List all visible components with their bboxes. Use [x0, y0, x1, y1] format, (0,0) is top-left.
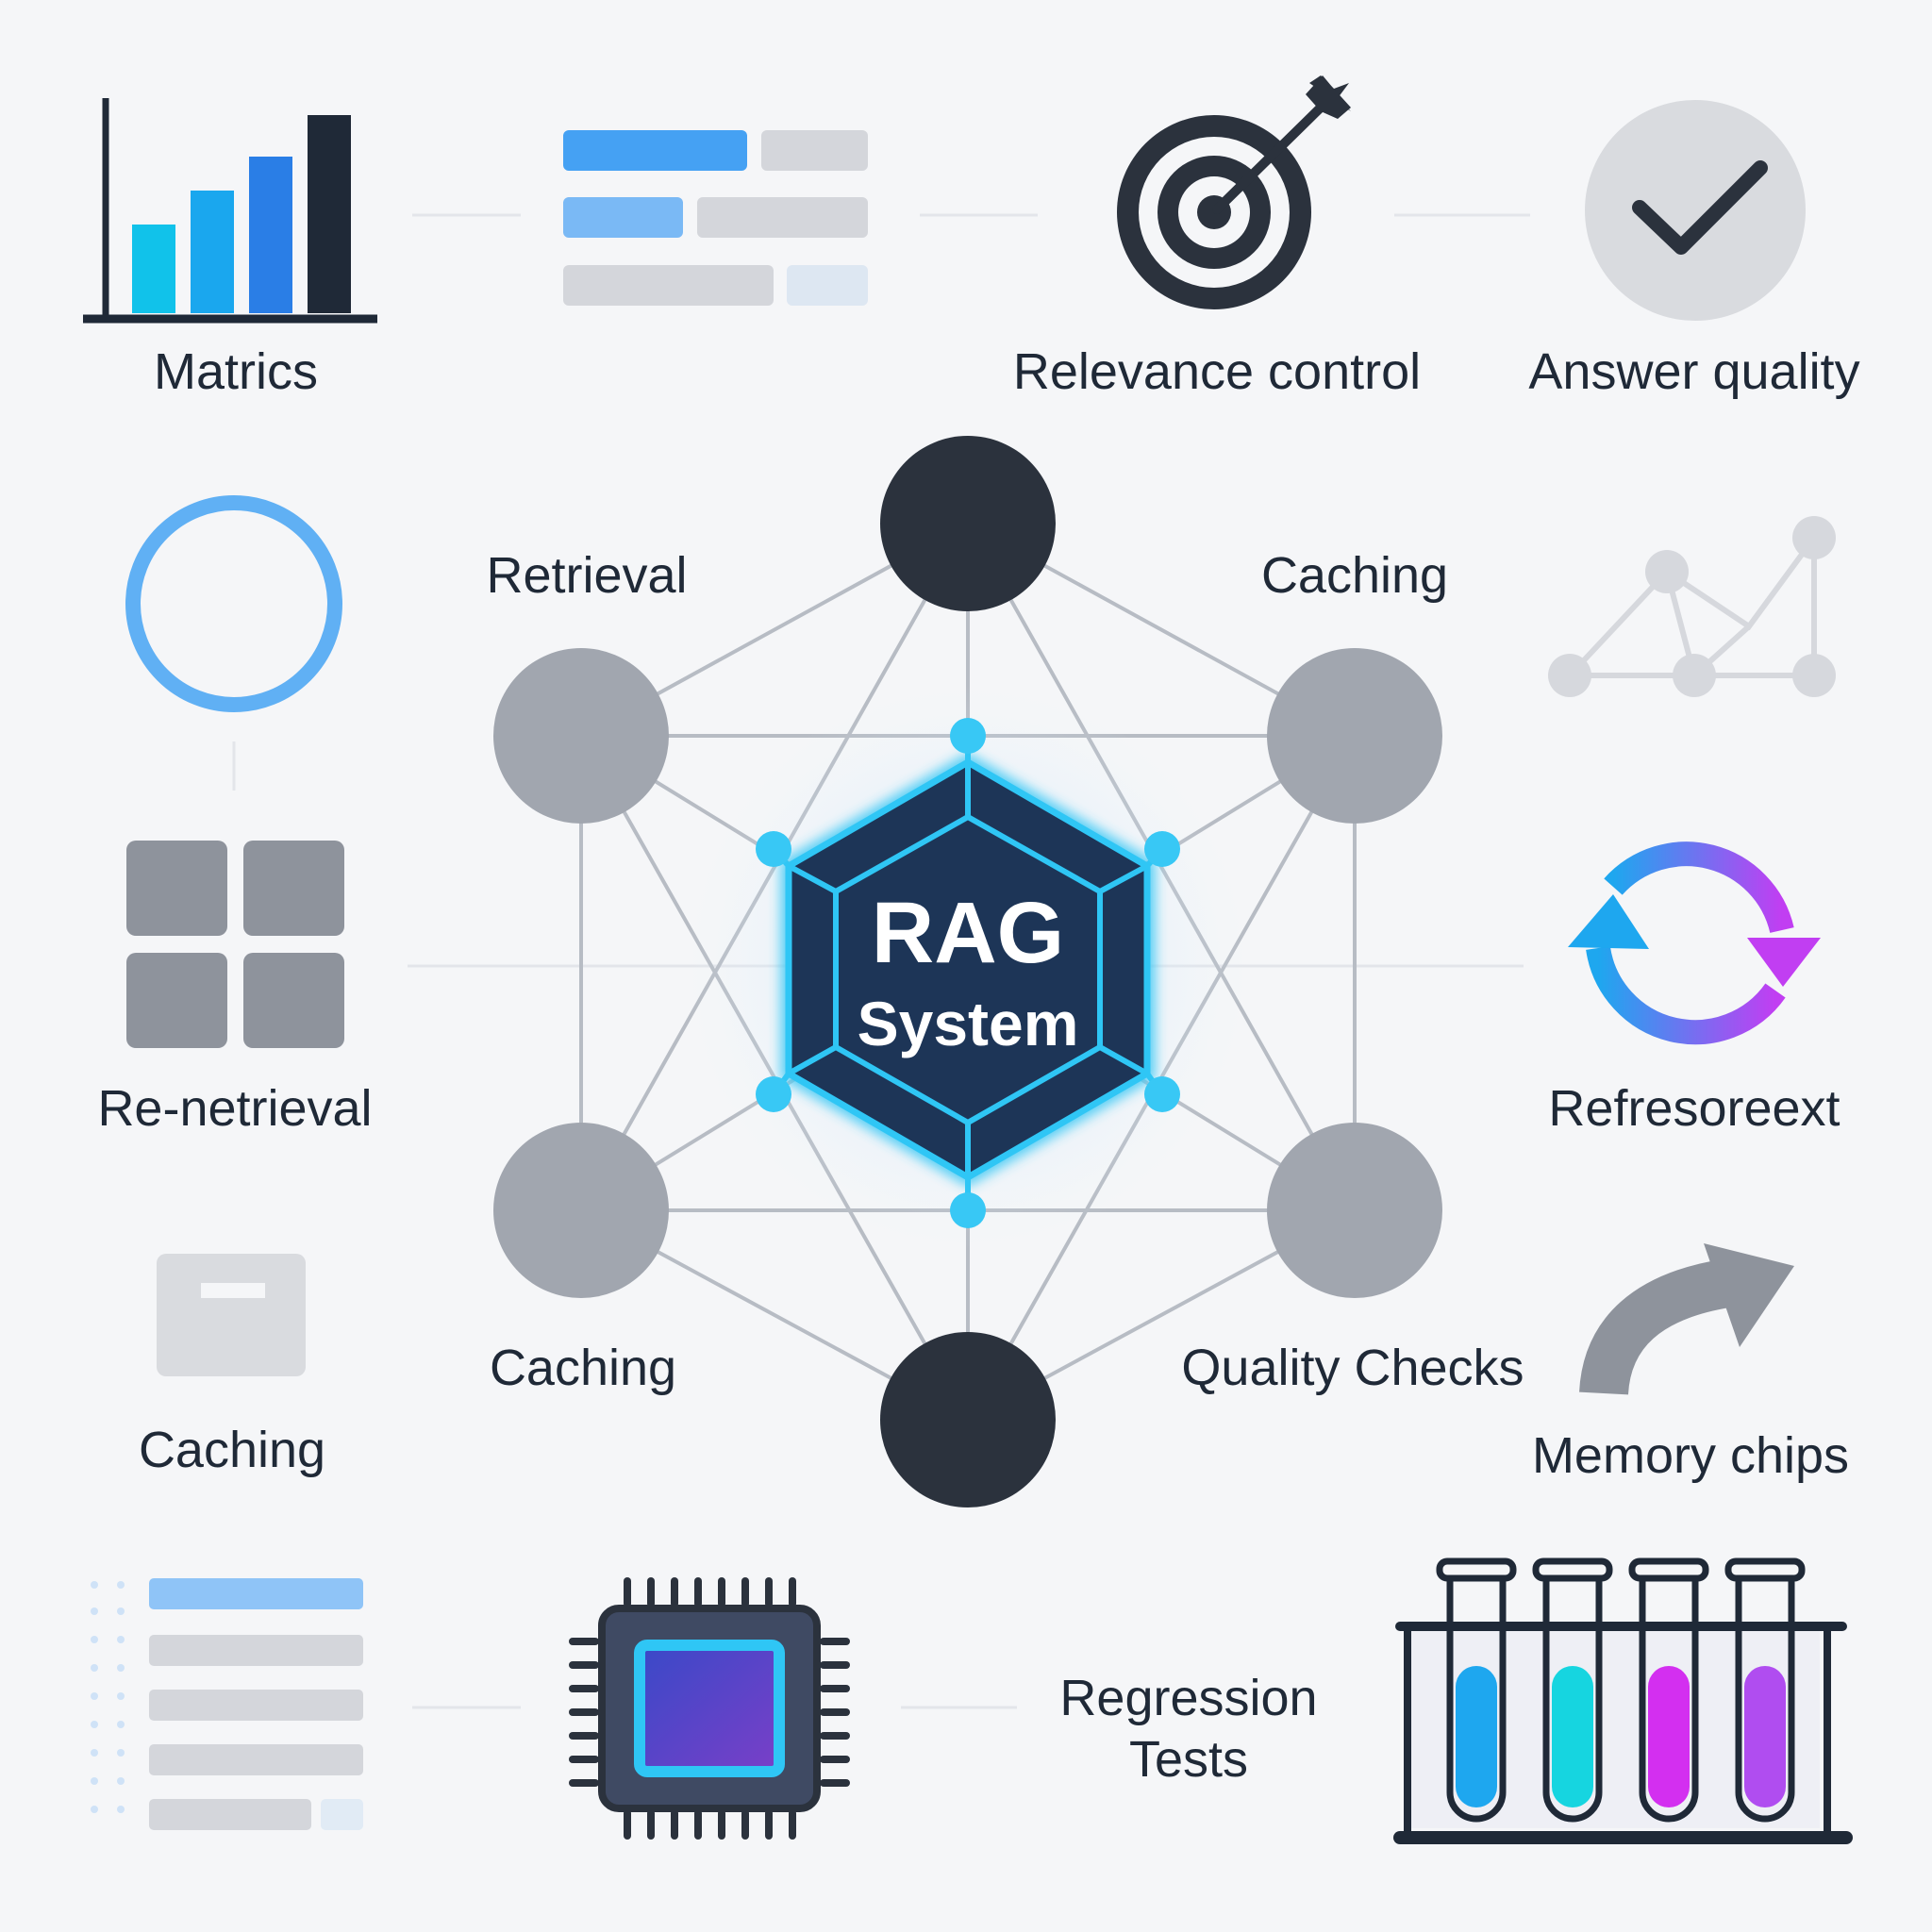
tile-answer-quality[interactable]: Answer quality [1528, 100, 1860, 400]
check-circle-icon [1585, 100, 1806, 321]
chip-icon [569, 1577, 850, 1840]
label-caching-bottom: Caching [490, 1340, 676, 1396]
target-icon [1117, 75, 1351, 309]
tile-matrics[interactable]: Matrics [83, 98, 377, 400]
central-network: RAG System Retrieval Caching Caching Qua… [486, 436, 1524, 1507]
label-retrieval: Retrieval [486, 547, 687, 604]
node-bottom[interactable] [880, 1332, 1056, 1507]
label-matrics: Matrics [154, 343, 318, 400]
ring-icon [125, 495, 342, 712]
hub-connection-dots [756, 718, 1180, 1228]
label-refresoreext: Refresoreext [1548, 1080, 1840, 1137]
grid-icon [126, 841, 344, 1048]
tile-list[interactable] [91, 1578, 363, 1830]
label-caching: Caching [139, 1422, 325, 1478]
label-re-netrieval: Re-netrieval [97, 1080, 372, 1137]
tile-ring[interactable] [125, 495, 342, 712]
tile-list-bars[interactable] [563, 130, 868, 306]
label-regression: Regression [1059, 1670, 1317, 1726]
node-top[interactable] [880, 436, 1056, 611]
hub-subtitle: System [858, 989, 1079, 1058]
node-top-left[interactable] [493, 648, 669, 824]
label-memory-chips: Memory chips [1532, 1427, 1849, 1484]
curved-arrow-icon [1579, 1243, 1794, 1396]
bar-chart-icon [83, 98, 377, 324]
label-quality-checks: Quality Checks [1181, 1340, 1524, 1396]
tile-chip[interactable] [569, 1577, 850, 1840]
test-tubes-icon [1393, 1557, 1853, 1844]
refresh-icon [1568, 841, 1821, 1045]
box-icon [157, 1254, 306, 1376]
tile-re-netrieval[interactable]: Re-netrieval [97, 841, 373, 1137]
tile-relevance[interactable]: Relevance control [1013, 75, 1421, 400]
label-answer-quality: Answer quality [1528, 343, 1859, 400]
node-top-right[interactable] [1267, 648, 1442, 824]
list-bars-icon [563, 130, 868, 306]
label-tests: Tests [1129, 1731, 1248, 1788]
node-bottom-right[interactable] [1267, 1123, 1442, 1298]
node-bottom-left[interactable] [493, 1123, 669, 1298]
tile-refresh[interactable]: Refresoreext [1548, 841, 1840, 1137]
tile-line-graph[interactable] [1548, 516, 1836, 697]
tile-caching[interactable]: Caching [139, 1254, 325, 1478]
tile-regression-tests[interactable] [1393, 1557, 1853, 1844]
line-graph-icon [1548, 516, 1836, 697]
hub-title: RAG [872, 885, 1064, 981]
tile-memory-chips[interactable]: Memory chips [1532, 1243, 1849, 1484]
list-icon [91, 1578, 363, 1830]
label-relevance-control: Relevance control [1013, 343, 1421, 400]
rag-hub[interactable]: RAG System [756, 718, 1180, 1228]
label-caching-top: Caching [1261, 547, 1448, 604]
